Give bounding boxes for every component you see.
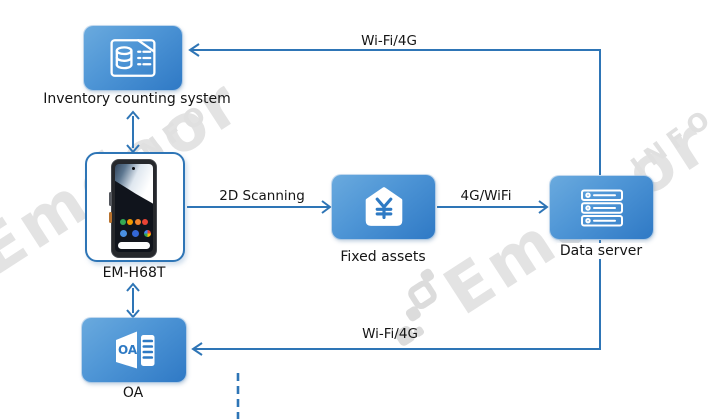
app-icon-green: [120, 219, 126, 225]
yen-house-icon: [365, 187, 402, 226]
inventory-system-icon: [110, 39, 156, 77]
node-data-server: [550, 176, 653, 239]
app-icon-messages: [132, 230, 139, 237]
arrow-device-oa-bidirectional: [126, 282, 140, 319]
edge-label-4g-wifi: 4G/WiFi: [460, 188, 512, 204]
app-icon-orange-2: [134, 219, 141, 225]
node-fixed-assets: [332, 175, 435, 239]
phone-volume-button: [109, 192, 112, 206]
phone-camera-dot: [132, 167, 135, 170]
data-server-label: Data server: [556, 243, 646, 259]
phone-side-button: [109, 212, 112, 223]
app-icon-chrome: [144, 230, 151, 237]
phone-search-bar: [118, 242, 150, 249]
phone-screen: [115, 164, 153, 252]
oa-icon-text: OA: [118, 343, 138, 357]
inventory-system-label: Inventory counting system: [43, 91, 231, 107]
app-icon-red: [141, 219, 148, 225]
app-icon-phone: [120, 230, 127, 237]
node-inventory-system: [84, 26, 182, 90]
device-label: EM-H68T: [102, 265, 166, 281]
app-icon-orange-1: [127, 219, 134, 225]
node-oa: OA: [82, 318, 186, 382]
arrow-server-to-inventory: [188, 43, 601, 175]
fixed-assets-label: Fixed assets: [340, 249, 426, 265]
edge-label-wifi-4g-bottom: Wi-Fi/4G: [362, 326, 418, 342]
phone-app-row-1: [120, 219, 148, 225]
oa-icon: OA: [116, 331, 155, 369]
edge-label-wifi-4g-top: Wi-Fi/4G: [361, 33, 417, 49]
server-icon: [580, 189, 623, 226]
phone-image: [109, 159, 157, 258]
phone-app-row-2: [120, 230, 151, 237]
oa-label: OA: [122, 385, 144, 401]
phone-wallpaper: [115, 164, 153, 204]
edge-label-2d-scanning: 2D Scanning: [219, 188, 305, 204]
